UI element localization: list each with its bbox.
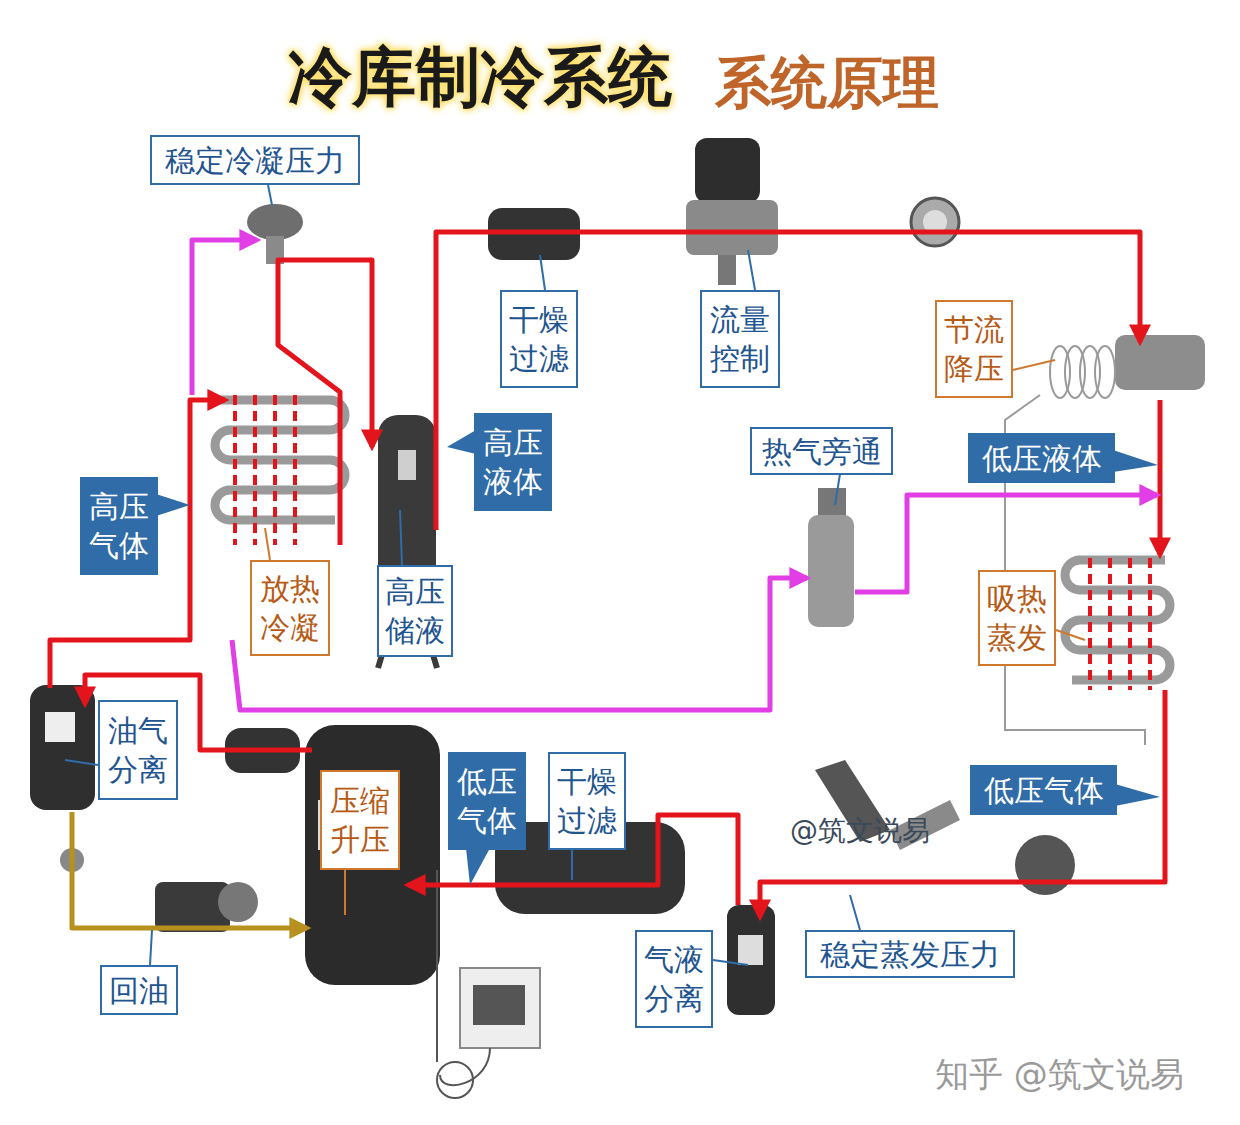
red-pipe [436,232,1140,530]
callout-box: 回油 [100,965,178,1015]
callout-box: 节流降压 [935,300,1013,398]
accumulator [727,905,775,1015]
callout-box: 油气分离 [98,700,178,800]
callout-text: 油气分离 [104,711,172,789]
evaporator-coil [1065,560,1170,680]
compressor [305,725,440,985]
callout-box: 稳定冷凝压力 [150,135,360,185]
hot-gas-valve [808,488,854,627]
watermark: 知乎 @筑文说易 [935,1052,1184,1098]
pointer [447,430,476,454]
callout-text: 稳定冷凝压力 [165,141,345,180]
solenoid-valve [686,138,778,285]
pointer [466,848,490,885]
callout-box: 气液分离 [635,930,713,1028]
components [30,138,1205,1098]
callout-text: 低压气体 [984,771,1104,810]
callout-box: 低压气体 [448,752,526,850]
callout-box: 干燥过滤 [500,290,578,388]
callout-text: 低压气体 [454,762,520,840]
callout-box: 高压气体 [80,477,158,575]
pointer [1113,450,1158,472]
diagram-title: 冷库制冷系统 [288,34,672,121]
oil-return-valve [60,848,258,932]
callout-text: 高压液体 [480,423,546,501]
callout-box: 低压液体 [968,433,1115,483]
pointers [65,185,1160,965]
callout-box: 流量控制 [700,290,780,388]
callout-text: 稳定蒸发压力 [820,935,1000,974]
red-pipe [1158,400,1163,555]
subtitle: 系统原理 [715,46,939,122]
callout-text: 流量控制 [706,300,774,378]
callout-text: 高压气体 [86,487,152,565]
oil-return-pipe [72,812,307,928]
callout-text: 热气旁通 [762,432,882,471]
callout-text: 低压液体 [982,439,1102,478]
red-pipe [760,690,1165,917]
callout-box: 吸热蒸发 [978,570,1056,666]
callout-box: 放热冷凝 [250,560,330,656]
callout-text: 高压储液 [383,572,447,650]
callout-text: 干燥过滤 [554,762,620,840]
callout-text: 放热冷凝 [256,569,324,647]
check-valve [1015,835,1075,895]
callout-text: 干燥过滤 [506,300,572,378]
red-pipe [278,260,372,545]
watermark: @筑文说易 [790,812,930,850]
pointer [1115,784,1160,806]
callout-box: 稳定蒸发压力 [805,930,1015,978]
pipes [50,232,1165,928]
callout-box: 热气旁通 [750,427,893,475]
pointer [156,494,190,516]
pressure-controller [437,870,540,1098]
callout-box: 压缩升压 [320,770,400,870]
sight-glass [911,198,959,246]
callout-text: 吸热蒸发 [984,579,1050,657]
callout-box: 干燥过滤 [548,752,626,850]
callout-box: 高压液体 [474,413,552,511]
red-pipe [50,400,225,688]
callout-text: 气液分离 [641,940,707,1018]
expansion-valve [1050,335,1205,398]
callout-text: 回油 [109,971,169,1010]
magenta-pipe [192,240,257,395]
pressure-valve [247,204,303,264]
callout-box: 高压储液 [377,565,453,657]
callout-text: 节流降压 [941,310,1007,388]
callout-text: 压缩升压 [326,781,394,859]
callout-box: 低压气体 [970,765,1117,815]
